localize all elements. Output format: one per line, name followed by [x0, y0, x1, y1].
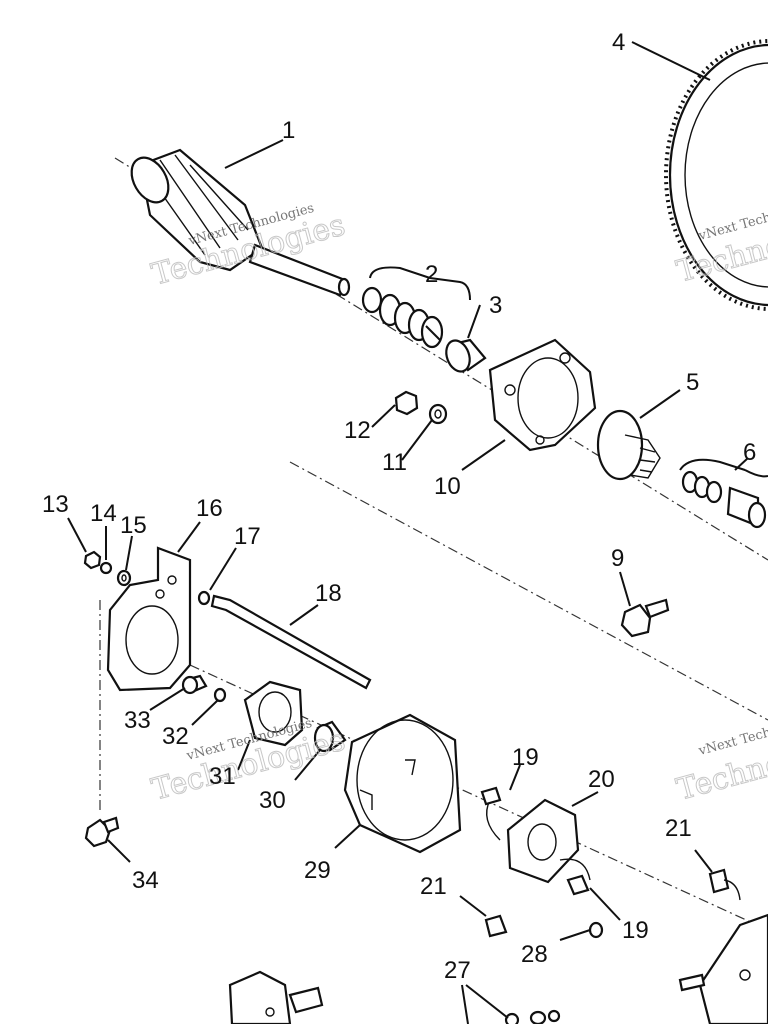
part-drive-housing	[488, 338, 597, 452]
part-bushing-30	[313, 720, 347, 753]
callout-3: 3	[489, 292, 502, 319]
part-brush-19a	[480, 786, 502, 806]
callout-31: 31	[209, 763, 236, 790]
part-bolt-34	[84, 816, 120, 848]
callout-11: 11	[382, 449, 407, 476]
callout-12: 12	[344, 417, 371, 444]
part-commutator-end-cap	[678, 913, 768, 1024]
callout-33: 33	[124, 707, 151, 734]
callout-21-right: 21	[665, 815, 692, 842]
part-end-plate	[243, 680, 304, 747]
part-washer-11	[428, 403, 448, 425]
callout-19-bottom: 19	[622, 917, 649, 944]
part-field-frame	[343, 713, 462, 854]
callout-labels: 1 2 3 4 5 6 9 10 11 12 13 14 15 16 17 18…	[42, 29, 756, 984]
part-screw-33	[181, 674, 208, 695]
part-bolt-9	[620, 598, 670, 638]
callout-28: 28	[521, 941, 548, 968]
callout-13: 13	[42, 491, 69, 518]
part-brush-holder	[486, 798, 591, 884]
part-ring-gear	[664, 39, 768, 311]
callout-32: 32	[162, 723, 189, 750]
callout-4: 4	[612, 29, 625, 56]
leader-lines	[67, 41, 749, 1024]
callout-14: 14	[90, 500, 117, 527]
part-spring-28	[588, 921, 604, 939]
callout-16: 16	[196, 495, 223, 522]
callout-34: 34	[132, 867, 159, 894]
part-armature	[130, 148, 351, 297]
callout-15: 15	[120, 512, 147, 539]
part-drive-pinion	[596, 409, 661, 481]
part-washer-15	[116, 569, 132, 587]
part-washer-17	[197, 590, 211, 606]
part-washer-14	[99, 561, 113, 575]
part-bracket	[106, 546, 192, 692]
callout-2: 2	[425, 261, 438, 288]
callout-9: 9	[611, 545, 624, 572]
callout-17: 17	[234, 523, 261, 550]
part-brush-19b	[566, 874, 590, 896]
callout-20: 20	[588, 766, 615, 793]
part-through-bolt	[210, 594, 372, 690]
callout-29: 29	[304, 857, 331, 884]
callout-21-left: 21	[420, 873, 447, 900]
part-bushing	[445, 338, 487, 373]
watermark-group: Technologies vNext Technologies Technolo…	[148, 196, 768, 808]
callout-1: 1	[282, 117, 295, 144]
callout-30: 30	[259, 787, 286, 814]
part-hardware-27	[504, 1009, 561, 1024]
part-drive-spring	[679, 458, 768, 529]
callout-6: 6	[743, 439, 756, 466]
part-solenoid	[228, 970, 324, 1024]
callout-10: 10	[434, 473, 461, 500]
part-brush-21b	[708, 868, 741, 901]
callout-18: 18	[315, 580, 342, 607]
part-nut-12	[394, 390, 419, 416]
callout-27: 27	[444, 957, 471, 984]
callout-5: 5	[686, 369, 699, 396]
callout-19-top: 19	[512, 744, 539, 771]
part-spring-set	[361, 266, 471, 349]
part-washer-32	[213, 687, 227, 703]
part-nut-13	[83, 550, 102, 570]
part-brush-21a	[484, 914, 508, 938]
